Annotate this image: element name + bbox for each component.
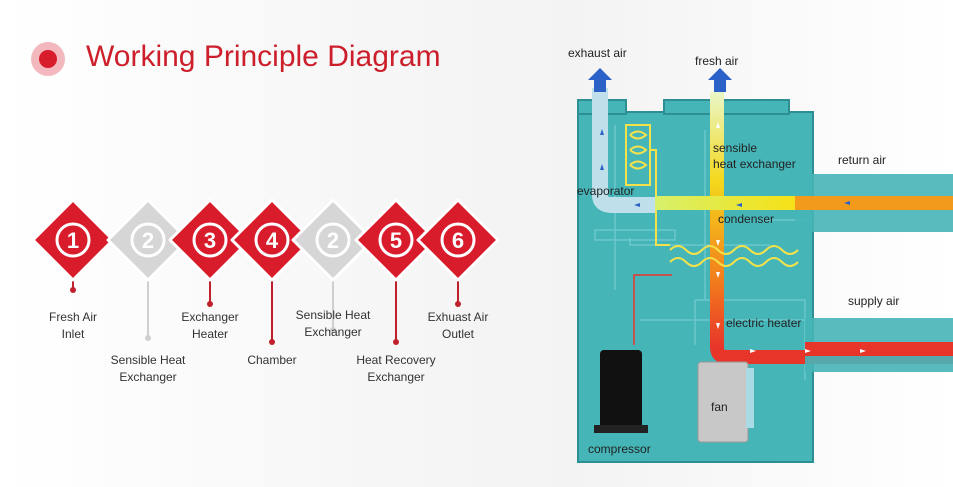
exhaust-arrow-icon [588, 68, 612, 92]
label-supply-air: supply air [848, 294, 900, 308]
step-diamond: 3 [168, 198, 252, 282]
label-compressor: compressor [588, 442, 651, 456]
step-number: 2 [142, 228, 154, 253]
compressor-unit [600, 350, 642, 432]
step-label-line: Heater [191, 327, 229, 341]
step-diamond: 1 [31, 198, 115, 282]
title-bullet-icon [31, 42, 65, 76]
step-diamond: 6 [416, 198, 500, 282]
label-heat-exchanger: heat exchanger [713, 157, 796, 171]
label-fan: fan [711, 400, 728, 414]
label-exhaust-air: exhaust air [568, 46, 627, 60]
step-label-line: Exchanger [119, 370, 177, 384]
step-label-line: Heat Recovery [356, 353, 436, 367]
steps-graphic: 1 2 3 4 2 5 6 [31, 198, 500, 345]
step-diamond: 2 [291, 198, 375, 282]
step-stem-dot [269, 339, 275, 345]
step-stem-dot [145, 335, 151, 341]
step-diamond: 4 [230, 198, 314, 282]
label-sensible: sensible [713, 141, 758, 155]
step-label-line: Exchanger [181, 310, 239, 324]
step-label-line: Fresh Air [48, 310, 97, 324]
step-number: 1 [67, 228, 79, 253]
step-number: 4 [266, 228, 279, 253]
hvac-schematic: exhaust air fresh air sensible heat exch… [560, 0, 953, 487]
page-title: Working Principle Diagram [86, 40, 441, 73]
step-number: 3 [204, 228, 216, 253]
label-fresh-air: fresh air [695, 54, 739, 68]
step-diamond: 2 [106, 198, 190, 282]
label-return-air: return air [838, 153, 887, 167]
step-stem-dot [70, 287, 76, 293]
step-stem-dot [330, 327, 336, 333]
step-label-line: Exchanger [367, 370, 425, 384]
label-condenser: condenser [718, 212, 775, 226]
fresh-air-arrow-icon [708, 68, 732, 92]
step-label-line: Sensible Heat [110, 353, 186, 367]
step-number: 5 [390, 228, 402, 253]
step-label-line: Sensible Heat [295, 308, 371, 322]
step-stem-dot [207, 301, 213, 307]
step-label-line: Exchanger [304, 325, 362, 339]
step-number: 6 [452, 228, 464, 253]
step-stem-dot [455, 301, 461, 307]
step-label: Chamber [222, 352, 322, 369]
step-label-line: Chamber [247, 353, 297, 367]
label-electric-heater: electric heater [726, 316, 802, 330]
step-diamond: 5 [354, 198, 438, 282]
step-label-line: Exhuast Air [427, 310, 489, 324]
step-label-line: Inlet [61, 327, 85, 341]
step-label-line: Outlet [441, 327, 474, 341]
label-evaporator: evaporator [577, 184, 635, 198]
step-number: 2 [327, 228, 339, 253]
schematic-graphic [577, 68, 953, 463]
step-stem-dot [393, 339, 399, 345]
